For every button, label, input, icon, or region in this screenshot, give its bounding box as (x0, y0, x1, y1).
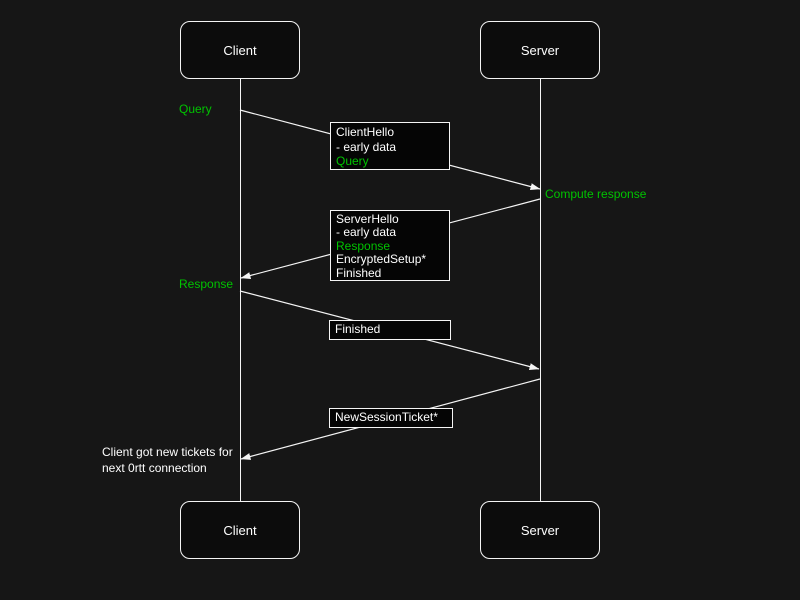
label-compute-response: Compute response (545, 187, 647, 201)
label-query: Query (179, 102, 212, 116)
tickets-annotation-line1: Client got new tickets for (102, 445, 233, 459)
actor-server-bottom: Server (480, 501, 600, 559)
note-finished: Finished (329, 320, 451, 340)
actor-client-top: Client (180, 21, 300, 79)
actor-server-top: Server (480, 21, 600, 79)
note-client-hello-line: Query (336, 154, 369, 169)
note-client-hello-line: - early data (336, 139, 397, 154)
note-server-hello-line: EncryptedSetup* (336, 252, 427, 267)
tickets-annotation-line2: next 0rtt connection (102, 460, 207, 475)
note-server-hello-line: Finished (336, 265, 382, 280)
note-server-hello: ServerHello - early data Response Encryp… (330, 210, 450, 281)
note-new-session-ticket-line: NewSessionTicket* (335, 410, 438, 424)
actor-client-bottom: Client (180, 501, 300, 559)
actor-server-bottom-label: Server (520, 522, 560, 538)
note-client-hello: ClientHello - early data Query (330, 122, 450, 170)
actor-client-bottom-label: Client (223, 522, 257, 538)
note-client-hello-line: ClientHello (336, 125, 395, 139)
note-server-hello-line: Response (336, 238, 391, 253)
note-finished-line: Finished (335, 322, 381, 336)
tickets-annotation: Client got new tickets for next 0rtt con… (102, 445, 233, 476)
note-server-hello-line: ServerHello (336, 212, 399, 226)
actor-server-top-label: Server (520, 42, 560, 58)
note-new-session-ticket: NewSessionTicket* (329, 408, 453, 428)
actor-client-top-label: Client (223, 42, 257, 58)
note-server-hello-line: - early data (336, 225, 397, 240)
label-response: Response (179, 277, 234, 291)
